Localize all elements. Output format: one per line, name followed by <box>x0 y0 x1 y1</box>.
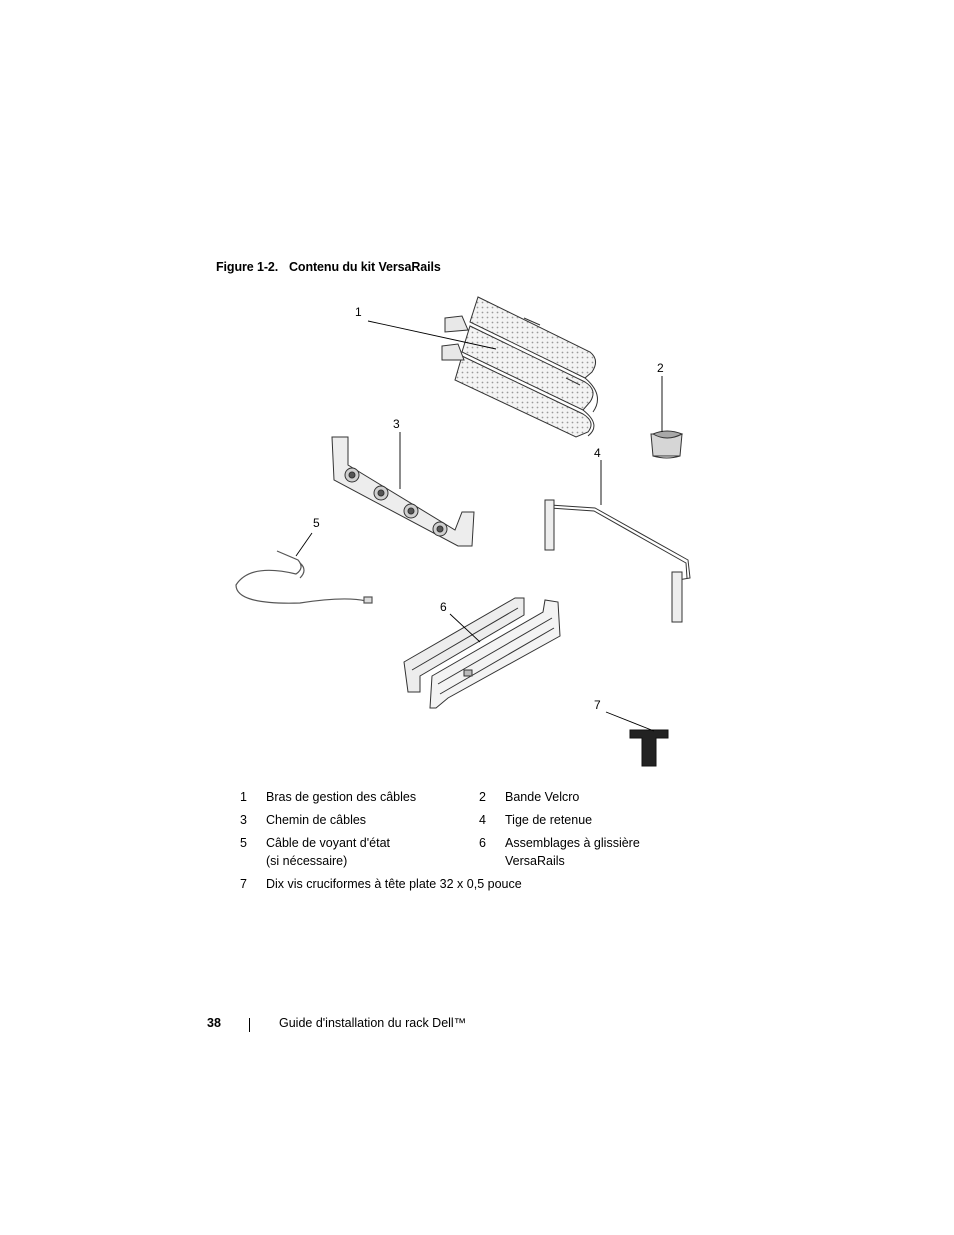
callout-4: 4 <box>594 446 601 460</box>
page-number: 38 <box>207 1016 221 1030</box>
legend-text: Chemin de câbles <box>266 813 367 827</box>
legend-text-line2: (si nécessaire) <box>266 854 348 868</box>
legend-text: Dix vis cruciformes à tête plate 32 x 0,… <box>266 877 522 891</box>
callout-1: 1 <box>355 305 362 319</box>
legend-number: 3 <box>240 813 247 827</box>
flat-head-screw <box>629 729 669 767</box>
legend-number: 5 <box>240 836 247 850</box>
legend-text: Bras de gestion des câbles <box>266 790 417 804</box>
figure-caption: Figure 1-2. Contenu du kit VersaRails <box>216 260 441 274</box>
figure-title: Contenu du kit VersaRails <box>289 260 441 274</box>
legend-number: 7 <box>240 877 247 891</box>
legend-text: Câble de voyant d'état <box>266 836 390 850</box>
callout-leaders <box>295 320 663 732</box>
legend-text: Bande Velcro <box>505 790 580 804</box>
legend-number: 2 <box>479 790 486 804</box>
callout-5: 5 <box>313 516 320 530</box>
footer-divider <box>249 1018 250 1032</box>
callout-2: 2 <box>657 361 664 375</box>
status-indicator-cable <box>235 550 373 604</box>
legend-text-line2: VersaRails <box>505 854 565 868</box>
velcro-strap <box>650 430 684 459</box>
callout-3: 3 <box>393 417 400 431</box>
cable-management-arm <box>441 296 598 438</box>
retention-rod <box>544 499 691 623</box>
cable-tray <box>331 436 475 547</box>
document-title: Guide d'installation du rack Dell™ <box>279 1016 467 1030</box>
legend-text: Assemblages à glissière <box>505 836 640 850</box>
callout-6: 6 <box>440 600 447 614</box>
figure-number: Figure 1-2. <box>216 260 279 274</box>
slide-rail-assemblies <box>403 597 561 709</box>
legend-number: 6 <box>479 836 486 850</box>
legend-number: 1 <box>240 790 247 804</box>
callout-7: 7 <box>594 698 601 712</box>
legend-text: Tige de retenue <box>505 813 593 827</box>
legend-number: 4 <box>479 813 486 827</box>
